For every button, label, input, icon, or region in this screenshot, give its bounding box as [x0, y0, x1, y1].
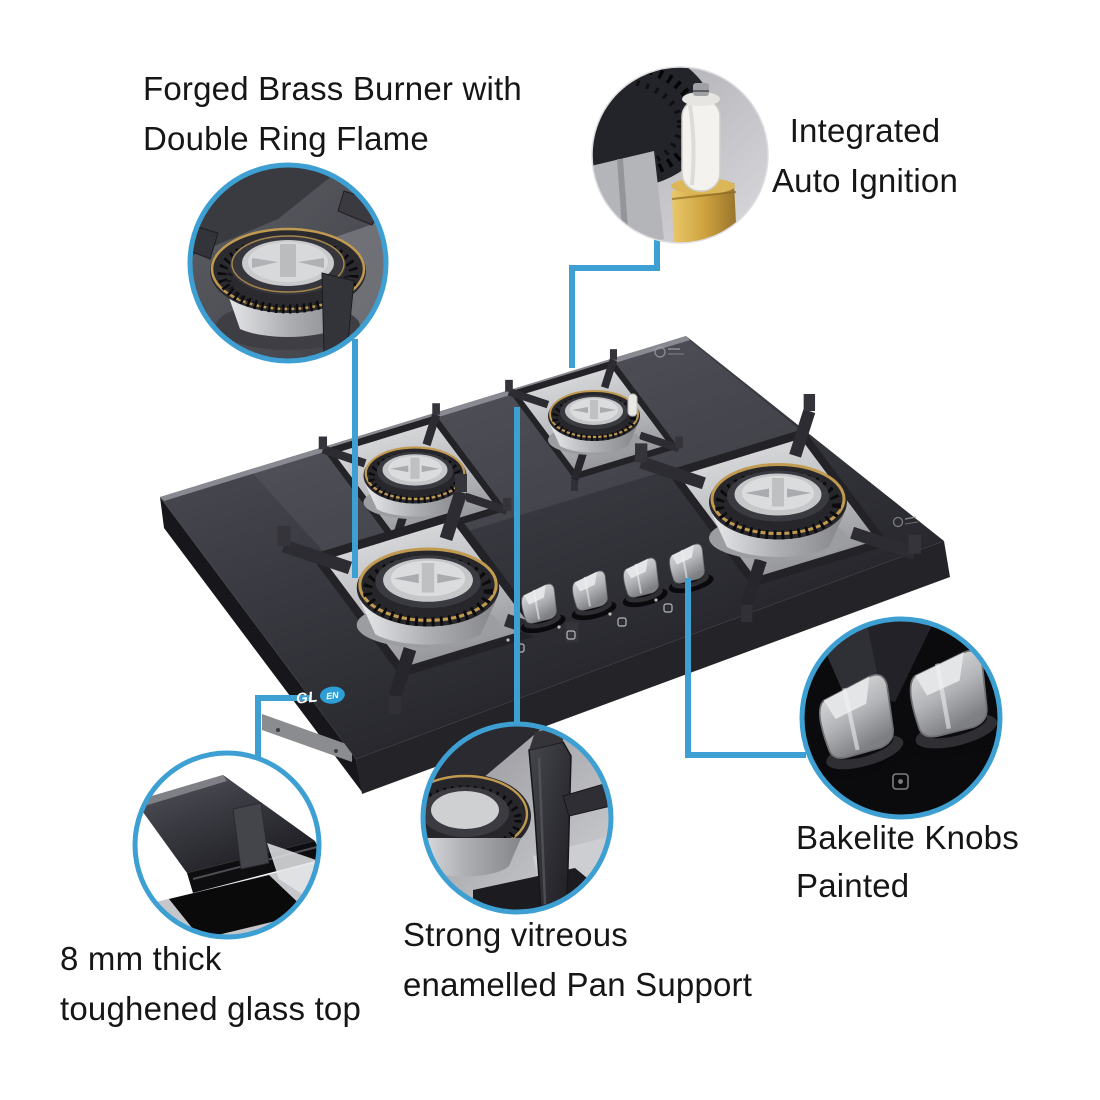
leader-glass [255, 695, 312, 757]
label-line: Double Ring Flame [143, 120, 429, 157]
pan-support-fin [190, 222, 219, 260]
label-forged-brass-burner: Forged Brass Burner with Double Ring Fla… [143, 64, 522, 164]
label-line: Bakelite Knobs [796, 819, 1019, 856]
mounting-bracket [262, 714, 352, 762]
hob-left-face [160, 497, 362, 792]
brass-collar [672, 183, 738, 243]
brand-logo-text: EN [325, 689, 340, 701]
leader-ignition [569, 240, 660, 368]
support-fin [232, 802, 270, 870]
label-line: Forged Brass Burner with [143, 70, 522, 107]
label-line: Integrated [789, 112, 941, 149]
label-bakelite-knobs: Bakelite Knobs Painted [796, 814, 1019, 910]
hot-surface-mark [892, 516, 919, 528]
zoom-circle-ignition [591, 66, 769, 244]
zoom-circle-pan-support [420, 721, 614, 915]
burner-right [641, 394, 915, 622]
label-line: Auto Ignition [771, 162, 959, 199]
leader-lines [255, 240, 806, 758]
leader-knobs [685, 578, 806, 758]
label-line: enamelled Pan Support [403, 966, 753, 1003]
zoom-circle-burner [187, 162, 389, 364]
label-line: 8 mm thick [60, 940, 222, 977]
glen-blue-oval-icon: EN [318, 685, 346, 706]
burner-indicator-icons [506, 598, 673, 653]
label-line: Painted [796, 867, 910, 904]
zoom-circle-knobs [799, 616, 1003, 820]
brand-logo-text: GL [295, 688, 319, 708]
label-auto-ignition: Integrated Auto Ignition [740, 106, 990, 206]
burner-position-icon [892, 773, 909, 790]
label-pan-support: Strong vitreous enamelled Pan Support [403, 910, 752, 1010]
igniter-electrode [681, 83, 721, 192]
label-line: toughened glass top [60, 990, 362, 1027]
zoom-circle-glass [132, 750, 322, 940]
glen-crest-emblem [654, 346, 684, 358]
burner-partial [423, 774, 531, 877]
burner-front-left [284, 474, 572, 714]
label-line: Strong vitreous [403, 916, 628, 953]
label-glass-top: 8 mm thick toughened glass top [60, 934, 361, 1034]
